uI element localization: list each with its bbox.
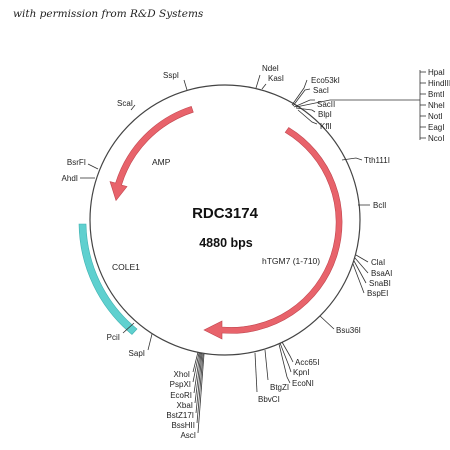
htgm7-arrow	[203, 127, 343, 340]
site-label-nhei: NheI	[428, 101, 445, 110]
site-label-xbai: XbaI	[177, 401, 193, 410]
site-label-tth111i: Tth111I	[364, 156, 390, 165]
site-label-scai: ScaI	[117, 99, 133, 108]
site-label-btgzi: BtgZI	[270, 383, 289, 392]
site-label-pspxi: PspXI	[170, 380, 191, 389]
site-label-noti: NotI	[428, 112, 443, 121]
site-label-acc65i: Acc65I	[295, 358, 319, 367]
site-label-blpi: BlpI	[318, 110, 332, 119]
site-label-ahdi: AhdI	[62, 174, 78, 183]
site-label-saci: SacI	[313, 86, 329, 95]
site-label-asci: AscI	[180, 431, 196, 440]
site-label-bsu36i: Bsu36I	[336, 326, 361, 335]
plasmid-size: 4880 bps	[199, 236, 253, 250]
site-label-ncoi: NcoI	[428, 134, 444, 143]
permission-credit: with permission from R&D Systems	[13, 8, 204, 20]
site-ticks	[80, 70, 426, 434]
site-label-ecori: EcoRI	[170, 391, 192, 400]
site-label-ndei: NdeI	[262, 64, 279, 73]
site-label-xhoi: XhoI	[174, 370, 190, 379]
plasmid-name: RDC3174	[192, 205, 259, 222]
site-label-snabi: SnaBI	[369, 279, 391, 288]
site-label-bbvci: BbvCI	[258, 395, 280, 404]
site-label-bspei: BspEI	[367, 289, 388, 298]
site-label-bsshii: BssHII	[171, 421, 195, 430]
site-label-kpni: KpnI	[293, 368, 309, 377]
amp-arrow	[109, 106, 194, 202]
feature-label-cole1: COLE1	[112, 262, 140, 272]
backbone-circle	[89, 84, 361, 356]
feature-label-amp: AMP	[152, 157, 171, 167]
site-label-sapi: SapI	[129, 349, 145, 358]
site-label-kfli: KflI	[320, 122, 332, 131]
site-label-hindiii: HindIII	[428, 79, 450, 88]
site-label-eco53ki: Eco53kI	[311, 76, 340, 85]
site-label-pcii: PciI	[107, 333, 120, 342]
site-label-clai: ClaI	[371, 258, 385, 267]
feature-label-htgm7: hTGM7 (1-710)	[262, 256, 320, 266]
site-label-econi: EcoNI	[292, 379, 314, 388]
site-label-bcli: BclI	[373, 201, 386, 210]
site-label-bstz17i: BstZ17I	[166, 411, 194, 420]
site-label-eagi: EagI	[428, 123, 444, 132]
site-label-sacii: SacII	[317, 100, 335, 109]
site-label-hpai: HpaI	[428, 68, 445, 77]
site-label-bsrfi: BsrFI	[67, 158, 86, 167]
site-label-kasi: KasI	[268, 74, 284, 83]
cole1-block	[78, 223, 138, 335]
site-label-sspi: SspI	[163, 71, 179, 80]
site-label-bmti: BmtI	[428, 90, 444, 99]
site-label-bsaai: BsaAI	[371, 269, 392, 278]
